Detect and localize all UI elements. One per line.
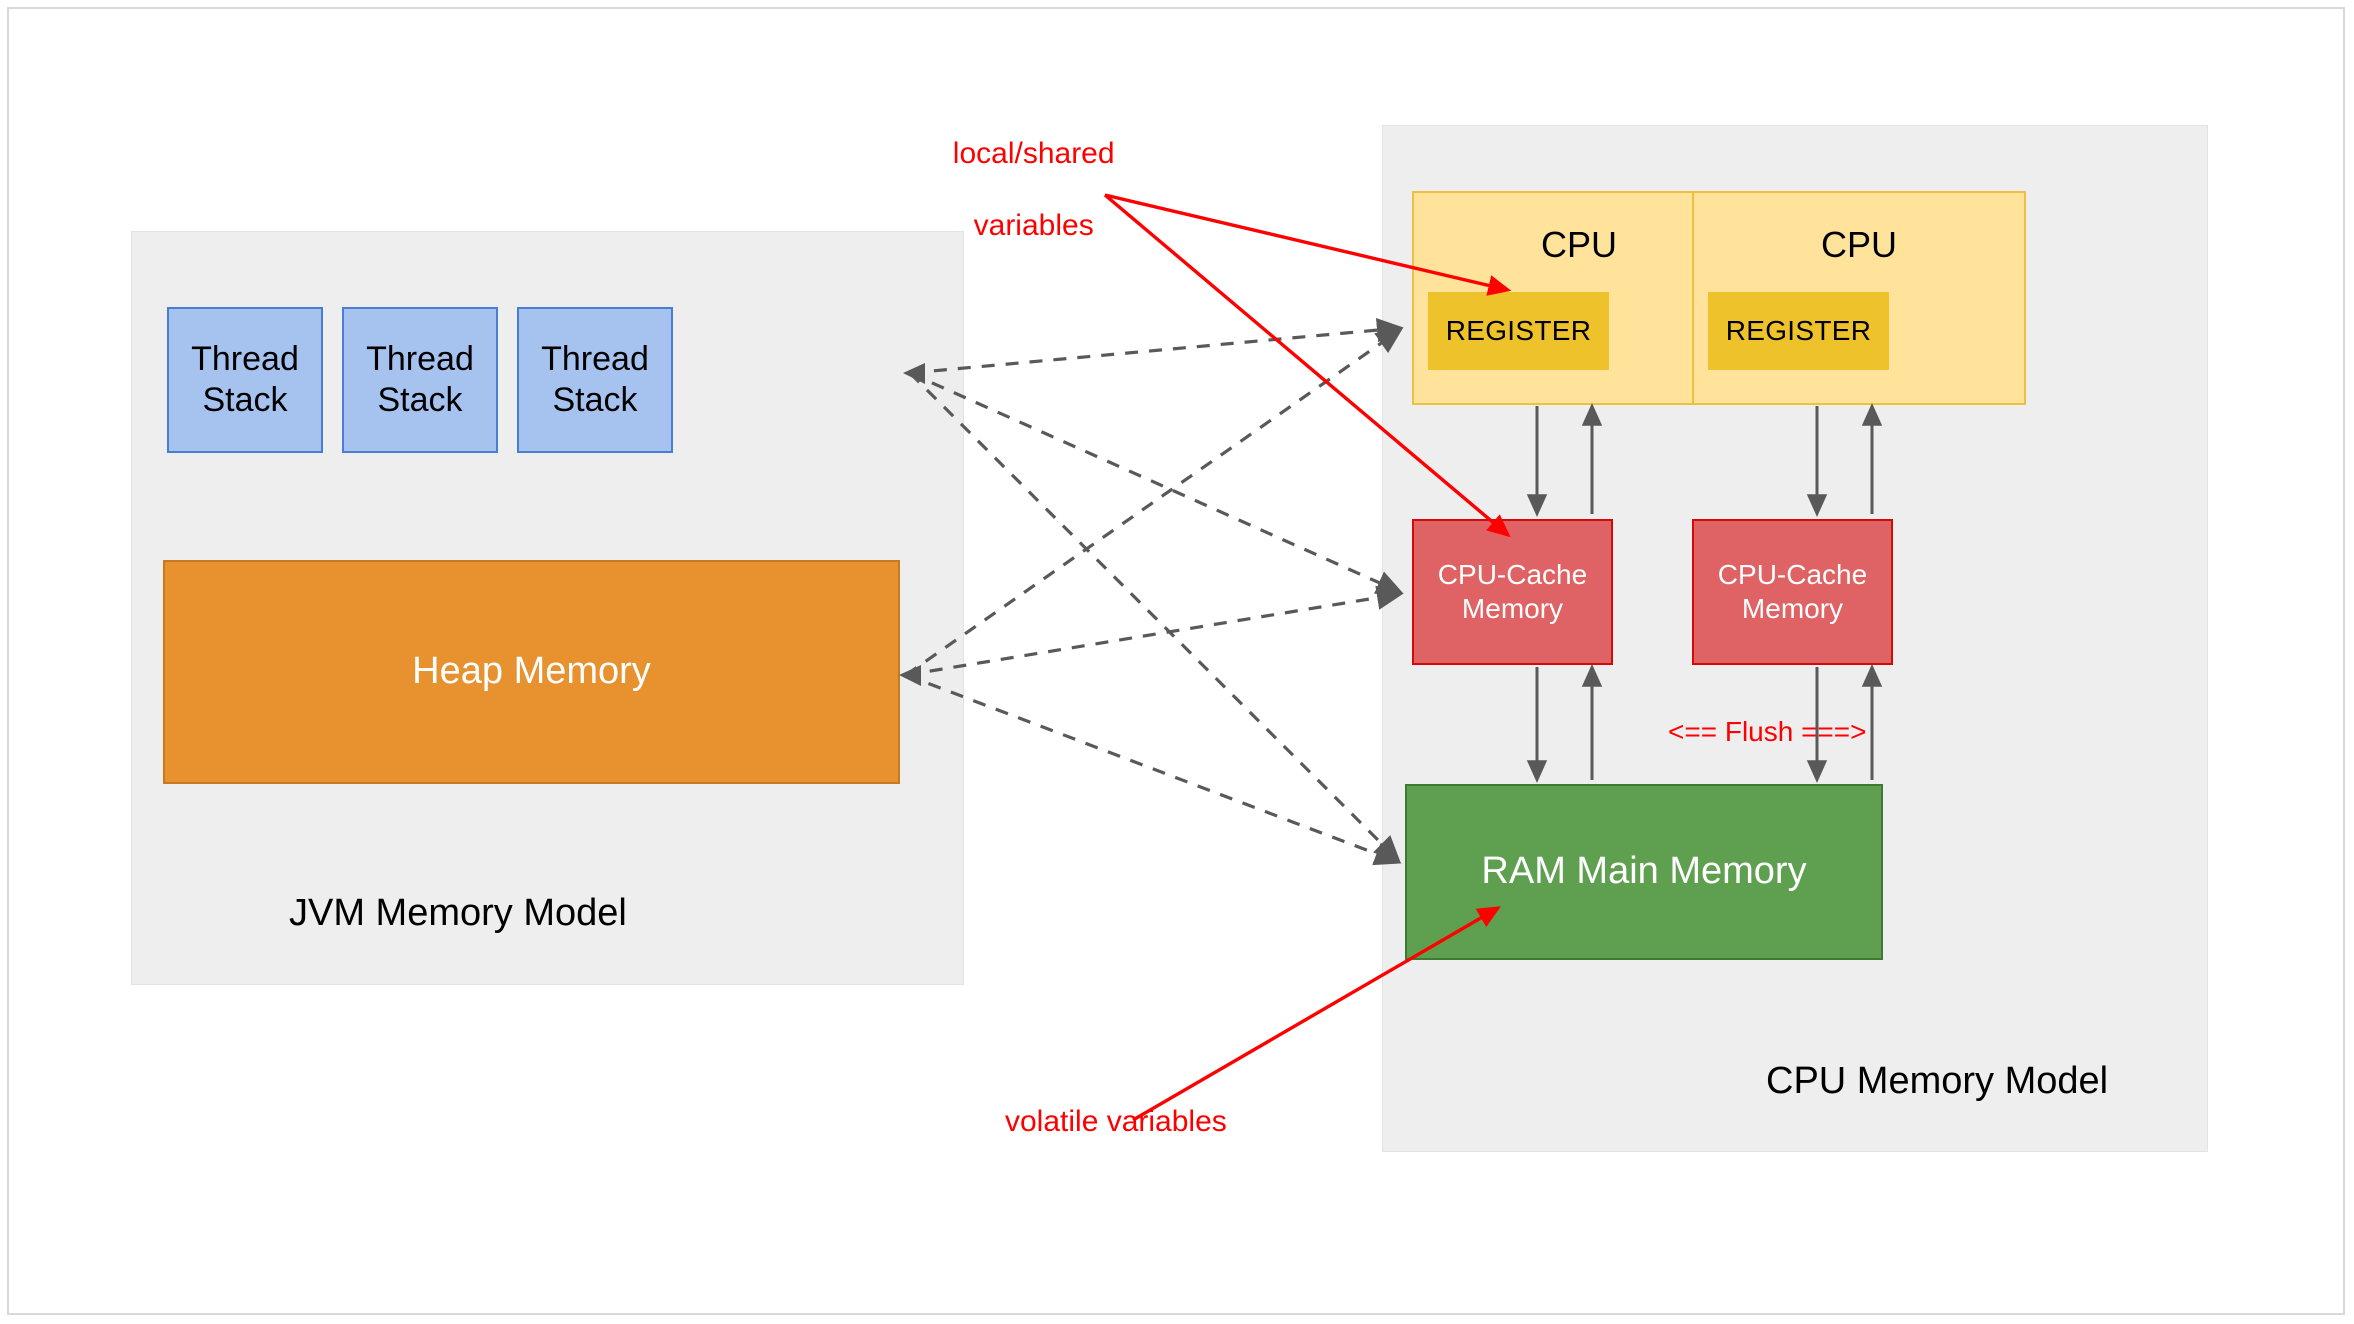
ram-main-memory-box[interactable]: RAM Main Memory xyxy=(1405,784,1883,960)
register-box-1[interactable]: REGISTER xyxy=(1428,292,1609,370)
annotation-local-shared-line1: local/shared xyxy=(952,137,1115,170)
heap-memory-label: Heap Memory xyxy=(412,650,651,693)
ram-main-memory-label: RAM Main Memory xyxy=(1481,850,1807,893)
cpu-panel-title: CPU Memory Model xyxy=(1766,1060,2109,1102)
annotation-flush: <== Flush ===> xyxy=(1668,716,1867,747)
annotation-local-shared-variables: local/shared variables xyxy=(919,100,1115,280)
annotation-volatile-variables: volatile variables xyxy=(1005,1105,1227,1138)
jvm-panel-title: JVM Memory Model xyxy=(289,892,627,934)
cpu-box-2[interactable]: CPU REGISTER xyxy=(1692,191,2026,405)
register-box-2[interactable]: REGISTER xyxy=(1708,292,1889,370)
register-label-2: REGISTER xyxy=(1725,315,1872,347)
register-label-1: REGISTER xyxy=(1445,315,1592,347)
cpu-label-1: CPU xyxy=(1540,224,1617,265)
heap-memory-box[interactable]: Heap Memory xyxy=(163,560,900,784)
annotation-local-shared-line2: variables xyxy=(973,209,1094,242)
cpu-label-2: CPU xyxy=(1820,224,1897,265)
